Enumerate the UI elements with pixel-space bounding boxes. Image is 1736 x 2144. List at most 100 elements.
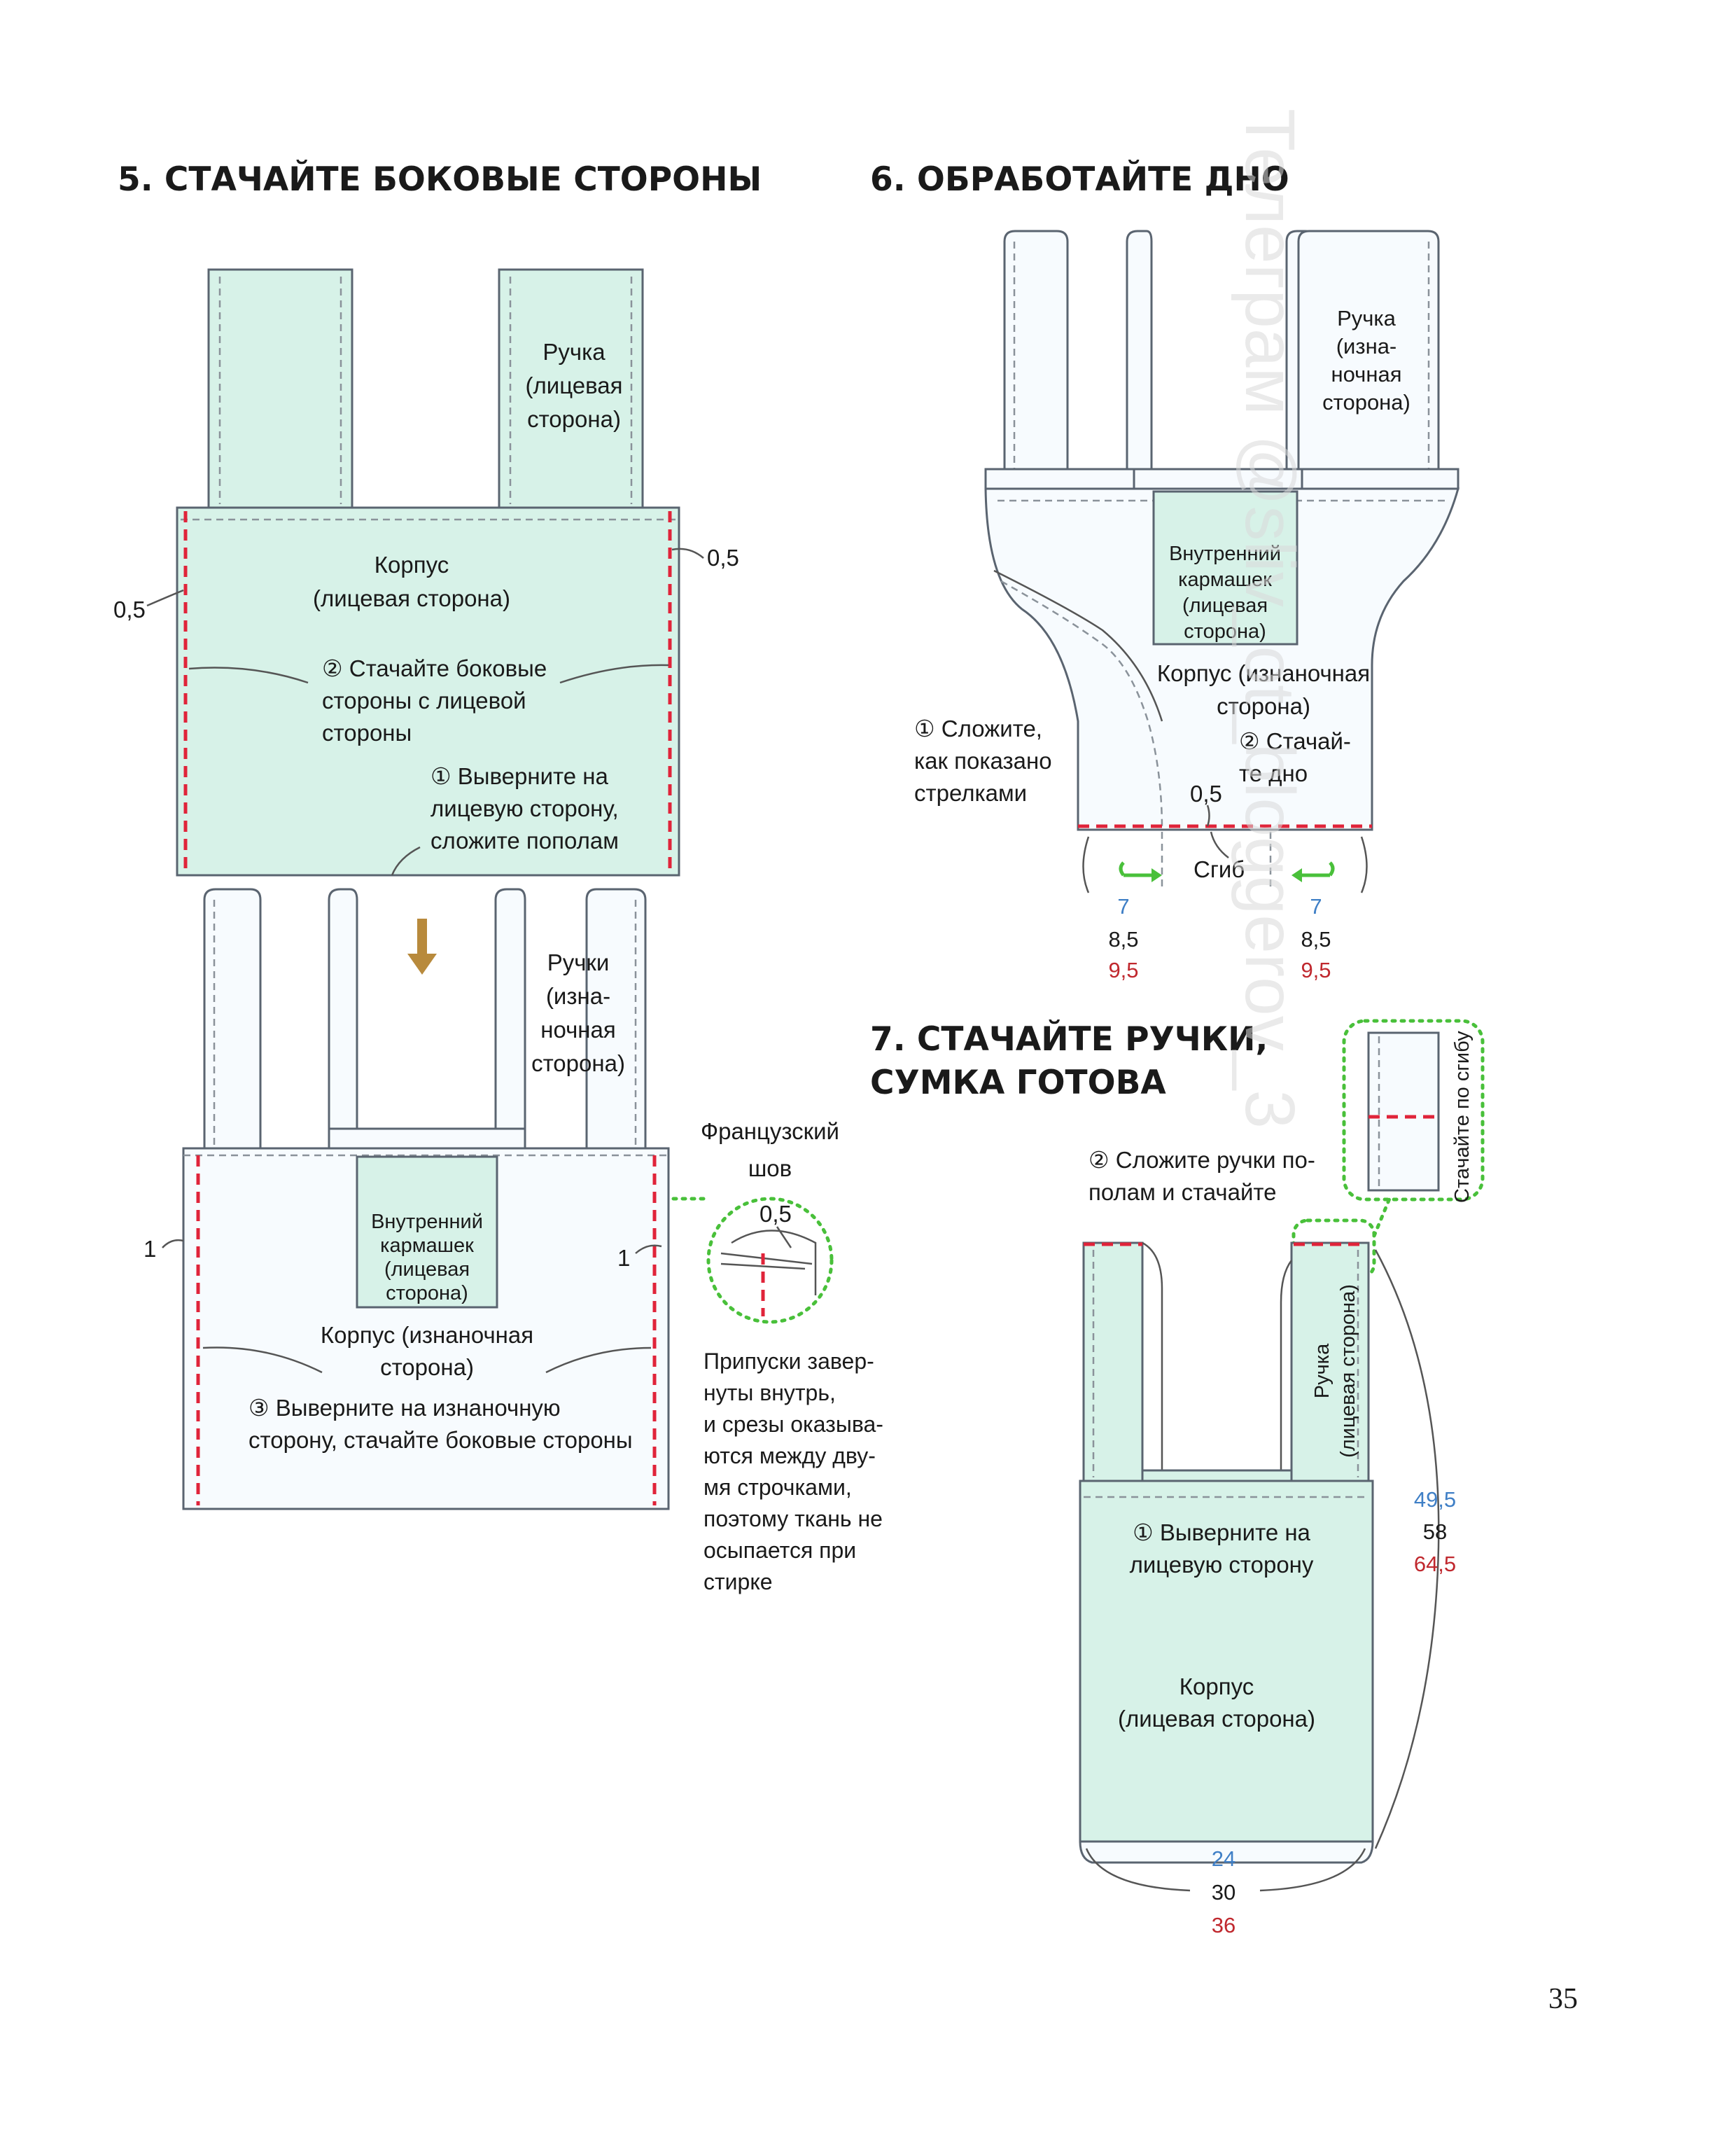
svg-text:(изна-: (изна- <box>546 983 610 1009</box>
svg-text:(лицевая: (лицевая <box>384 1258 470 1281</box>
step6-handle-label: Ручка (изна- ночная сторона) <box>1322 306 1410 415</box>
svg-text:(лицевая: (лицевая <box>526 373 623 398</box>
svg-text:Припуски завер-: Припуски завер- <box>704 1349 874 1374</box>
step5-handle-left <box>207 268 354 509</box>
step7-instruction-1: ① Выверните на лицевую сторону <box>1130 1519 1314 1578</box>
step7-detail-label: Стачайте по сгибу <box>1451 1031 1474 1203</box>
step7-detail-callout <box>1292 1019 1485 1280</box>
svg-text:сторону, стачайте боковые стор: сторону, стачайте боковые стороны <box>248 1427 633 1453</box>
step6-diagram <box>984 230 1460 893</box>
step5-top-handle-label: Ручка (лицевая сторона) <box>526 339 623 432</box>
step6-instruction-1: ① Сложите, как показано стрелками <box>914 716 1052 806</box>
step5-bottom-seam-right-value: 1 <box>617 1245 630 1271</box>
step6-inner-pocket <box>1152 490 1298 646</box>
svg-text:кармашек: кармашек <box>380 1234 474 1257</box>
french-seam-callout <box>671 1197 834 1324</box>
svg-text:8,5: 8,5 <box>1301 927 1331 952</box>
svg-text:лицевую сторону: лицевую сторону <box>1130 1552 1314 1578</box>
svg-text:сторона): сторона) <box>380 1354 474 1380</box>
french-seam-note: Припуски завер- нуты внутрь, и срезы ока… <box>704 1349 883 1594</box>
svg-text:24: 24 <box>1212 1846 1236 1871</box>
step5-bottom-diagram <box>162 888 670 1510</box>
watermark: Телеграм @sliv_ot_bloggerov_3 <box>1231 109 1309 1129</box>
step7-instruction-2: ② Сложите ручки по- полам и стачайте <box>1088 1147 1315 1205</box>
svg-text:③ Выверните на изнаночную: ③ Выверните на изнаночную <box>248 1395 561 1421</box>
svg-text:Корпус: Корпус <box>1180 1673 1254 1699</box>
svg-text:стороны: стороны <box>322 720 412 746</box>
step6-heading: 6. ОБРАБОТАЙТЕ ДНО <box>870 160 1289 199</box>
svg-text:Внутренний: Внутренний <box>1169 543 1281 565</box>
page-number: 35 <box>1548 1983 1578 2015</box>
svg-text:58: 58 <box>1423 1519 1447 1544</box>
svg-text:стирке: стирке <box>704 1569 772 1594</box>
svg-text:7: 7 <box>1117 894 1129 919</box>
svg-text:Ручки: Ручки <box>547 949 610 975</box>
svg-text:Ручка: Ручка <box>1337 306 1396 330</box>
step7-body-label: Корпус (лицевая сторона) <box>1118 1673 1315 1732</box>
step5-bottom-body-label: Корпус (изнаночная сторона) <box>321 1322 533 1380</box>
french-seam-value: 0,5 <box>760 1201 792 1227</box>
svg-text:те дно: те дно <box>1239 760 1308 786</box>
step6-pocket-label: Внутренний кармашек (лицевая сторона) <box>1169 543 1281 643</box>
step5-handle-right <box>498 268 644 509</box>
step5-top-diagram <box>146 268 704 877</box>
svg-text:Ручка: Ручка <box>1311 1343 1334 1398</box>
step5-bottom-seam-left-value: 1 <box>144 1236 156 1262</box>
svg-text:8,5: 8,5 <box>1108 927 1138 952</box>
step6-instruction-2: ② Стачай- те дно <box>1239 728 1351 786</box>
step7-sizes-height: 49,5 58 64,5 <box>1414 1487 1456 1576</box>
svg-text:как показано: как показано <box>914 748 1052 774</box>
svg-text:ночная: ночная <box>540 1017 616 1043</box>
svg-text:② Сложите ручки по-: ② Сложите ручки по- <box>1088 1147 1315 1173</box>
step6-sizes-right: 7 8,5 9,5 <box>1301 894 1331 982</box>
svg-text:(лицевая сторона): (лицевая сторона) <box>1337 1284 1359 1458</box>
svg-text:(лицевая сторона): (лицевая сторона) <box>313 585 510 611</box>
step5-instruction-2: ② Стачайте боковые стороны с лицевой сто… <box>322 655 547 746</box>
svg-text:(изна-: (изна- <box>1336 334 1397 359</box>
step6-arrow-left-icon <box>1119 861 1162 882</box>
svg-text:(лицевая: (лицевая <box>1182 594 1268 617</box>
step5-bottom-handles-label: Ручки (изна- ночная сторона) <box>531 949 625 1076</box>
svg-text:Корпус: Корпус <box>374 552 449 578</box>
step7-diagram <box>1079 1241 1440 1892</box>
step5-instruction-3: ③ Выверните на изнаночную сторону, стача… <box>248 1395 633 1453</box>
step5-inner-pocket <box>356 1155 498 1309</box>
svg-text:сторона): сторона) <box>1184 620 1266 643</box>
down-arrow-icon <box>407 919 437 975</box>
step6-sizes-left: 7 8,5 9,5 <box>1108 894 1138 982</box>
step5-seam-right: 0,5 <box>707 545 739 571</box>
svg-text:сложите пополам: сложите пополам <box>430 828 619 854</box>
svg-text:сторона): сторона) <box>1217 693 1310 719</box>
svg-text:30: 30 <box>1212 1880 1236 1905</box>
svg-text:② Стачай-: ② Стачай- <box>1239 728 1351 754</box>
step6-seam-value: 0,5 <box>1190 781 1222 807</box>
step7-handle-label: Ручка (лицевая сторона) <box>1311 1284 1359 1458</box>
svg-text:и срезы оказыва-: и срезы оказыва- <box>704 1412 883 1437</box>
step7-sizes-width: 24 30 36 <box>1212 1846 1236 1937</box>
svg-text:стороны с лицевой: стороны с лицевой <box>322 688 526 713</box>
step5-instruction-1: ① Выверните на лицевую сторону, сложите … <box>430 763 619 854</box>
step6-arrow-right-icon <box>1292 861 1335 882</box>
svg-text:Ручка: Ручка <box>542 339 606 365</box>
svg-text:(лицевая сторона): (лицевая сторона) <box>1118 1706 1315 1732</box>
svg-text:Внутренний: Внутренний <box>371 1211 483 1233</box>
step6-fold-label: Сгиб <box>1194 856 1245 882</box>
svg-text:кармашек: кармашек <box>1178 569 1272 591</box>
svg-text:шов: шов <box>748 1155 792 1181</box>
svg-text:сторона): сторона) <box>527 406 621 432</box>
svg-text:ются между дву-: ются между дву- <box>704 1443 876 1468</box>
svg-text:49,5: 49,5 <box>1414 1487 1456 1512</box>
svg-text:① Сложите,: ① Сложите, <box>914 716 1042 742</box>
svg-text:стрелками: стрелками <box>914 780 1027 806</box>
step5-seam-left: 0,5 <box>113 597 146 622</box>
step7-heading: 7. СТАЧАЙТЕ РУЧКИ, СУМКА ГОТОВА <box>870 1020 1268 1102</box>
svg-text:① Выверните на: ① Выверните на <box>1133 1519 1310 1545</box>
svg-text:Корпус (изнаночная: Корпус (изнаночная <box>1157 660 1370 686</box>
svg-text:осыпается при: осыпается при <box>704 1538 856 1563</box>
step7-body <box>1079 1480 1374 1843</box>
step5-bottom-pocket-label: Внутренний кармашек (лицевая сторона) <box>371 1211 483 1304</box>
french-seam-title: Французский шов <box>701 1118 839 1181</box>
svg-text:36: 36 <box>1212 1913 1236 1937</box>
svg-text:Французский: Французский <box>701 1118 839 1144</box>
